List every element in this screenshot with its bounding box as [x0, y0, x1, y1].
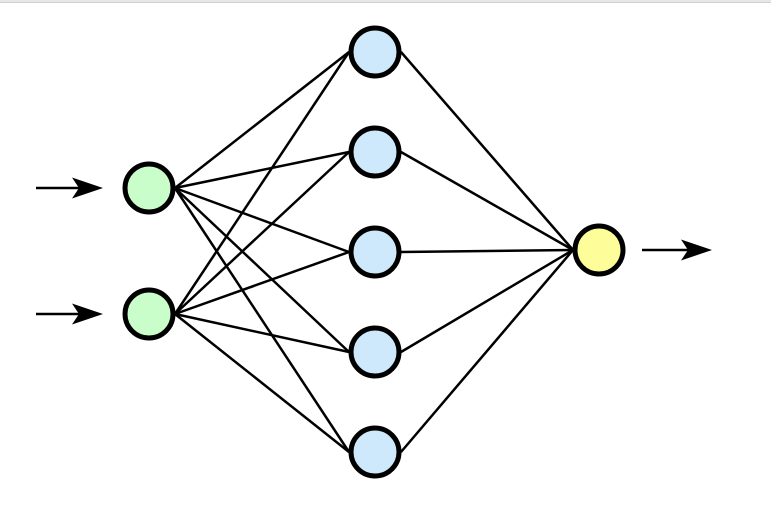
input-node-i2	[122, 287, 176, 341]
top-border-rule	[0, 0, 771, 3]
hidden-node-h1	[348, 25, 402, 79]
edge-i1-h5	[173, 187, 351, 453]
hidden-node-h4	[348, 325, 402, 379]
output-node-o1	[572, 223, 626, 277]
edge-h5-o1	[400, 249, 574, 453]
input-arrow-2-head-icon	[72, 303, 103, 325]
edge-i2-h4	[174, 312, 350, 354]
edge-i2-h1	[173, 51, 351, 315]
edge-i1-h2	[174, 150, 350, 190]
hidden-node-h5	[348, 425, 402, 479]
edge-i1-h1	[174, 51, 350, 189]
edge-h3-o1	[400, 248, 574, 254]
edge-i2-h2	[174, 151, 350, 315]
edge-i1-h4	[174, 187, 350, 353]
edge-i2-h3	[174, 250, 350, 316]
hidden-node-h3	[348, 225, 402, 279]
output-arrow-head-icon	[681, 239, 712, 261]
edge-i1-h3	[174, 186, 350, 254]
edge-h2-o1	[400, 150, 574, 252]
edge-h4-o1	[400, 248, 574, 354]
hidden-node-h2	[348, 125, 402, 179]
input-node-i1	[122, 161, 176, 215]
edge-i2-h5	[174, 313, 350, 453]
input-arrow-1-head-icon	[72, 177, 103, 199]
edge-h1-o1	[400, 51, 574, 251]
